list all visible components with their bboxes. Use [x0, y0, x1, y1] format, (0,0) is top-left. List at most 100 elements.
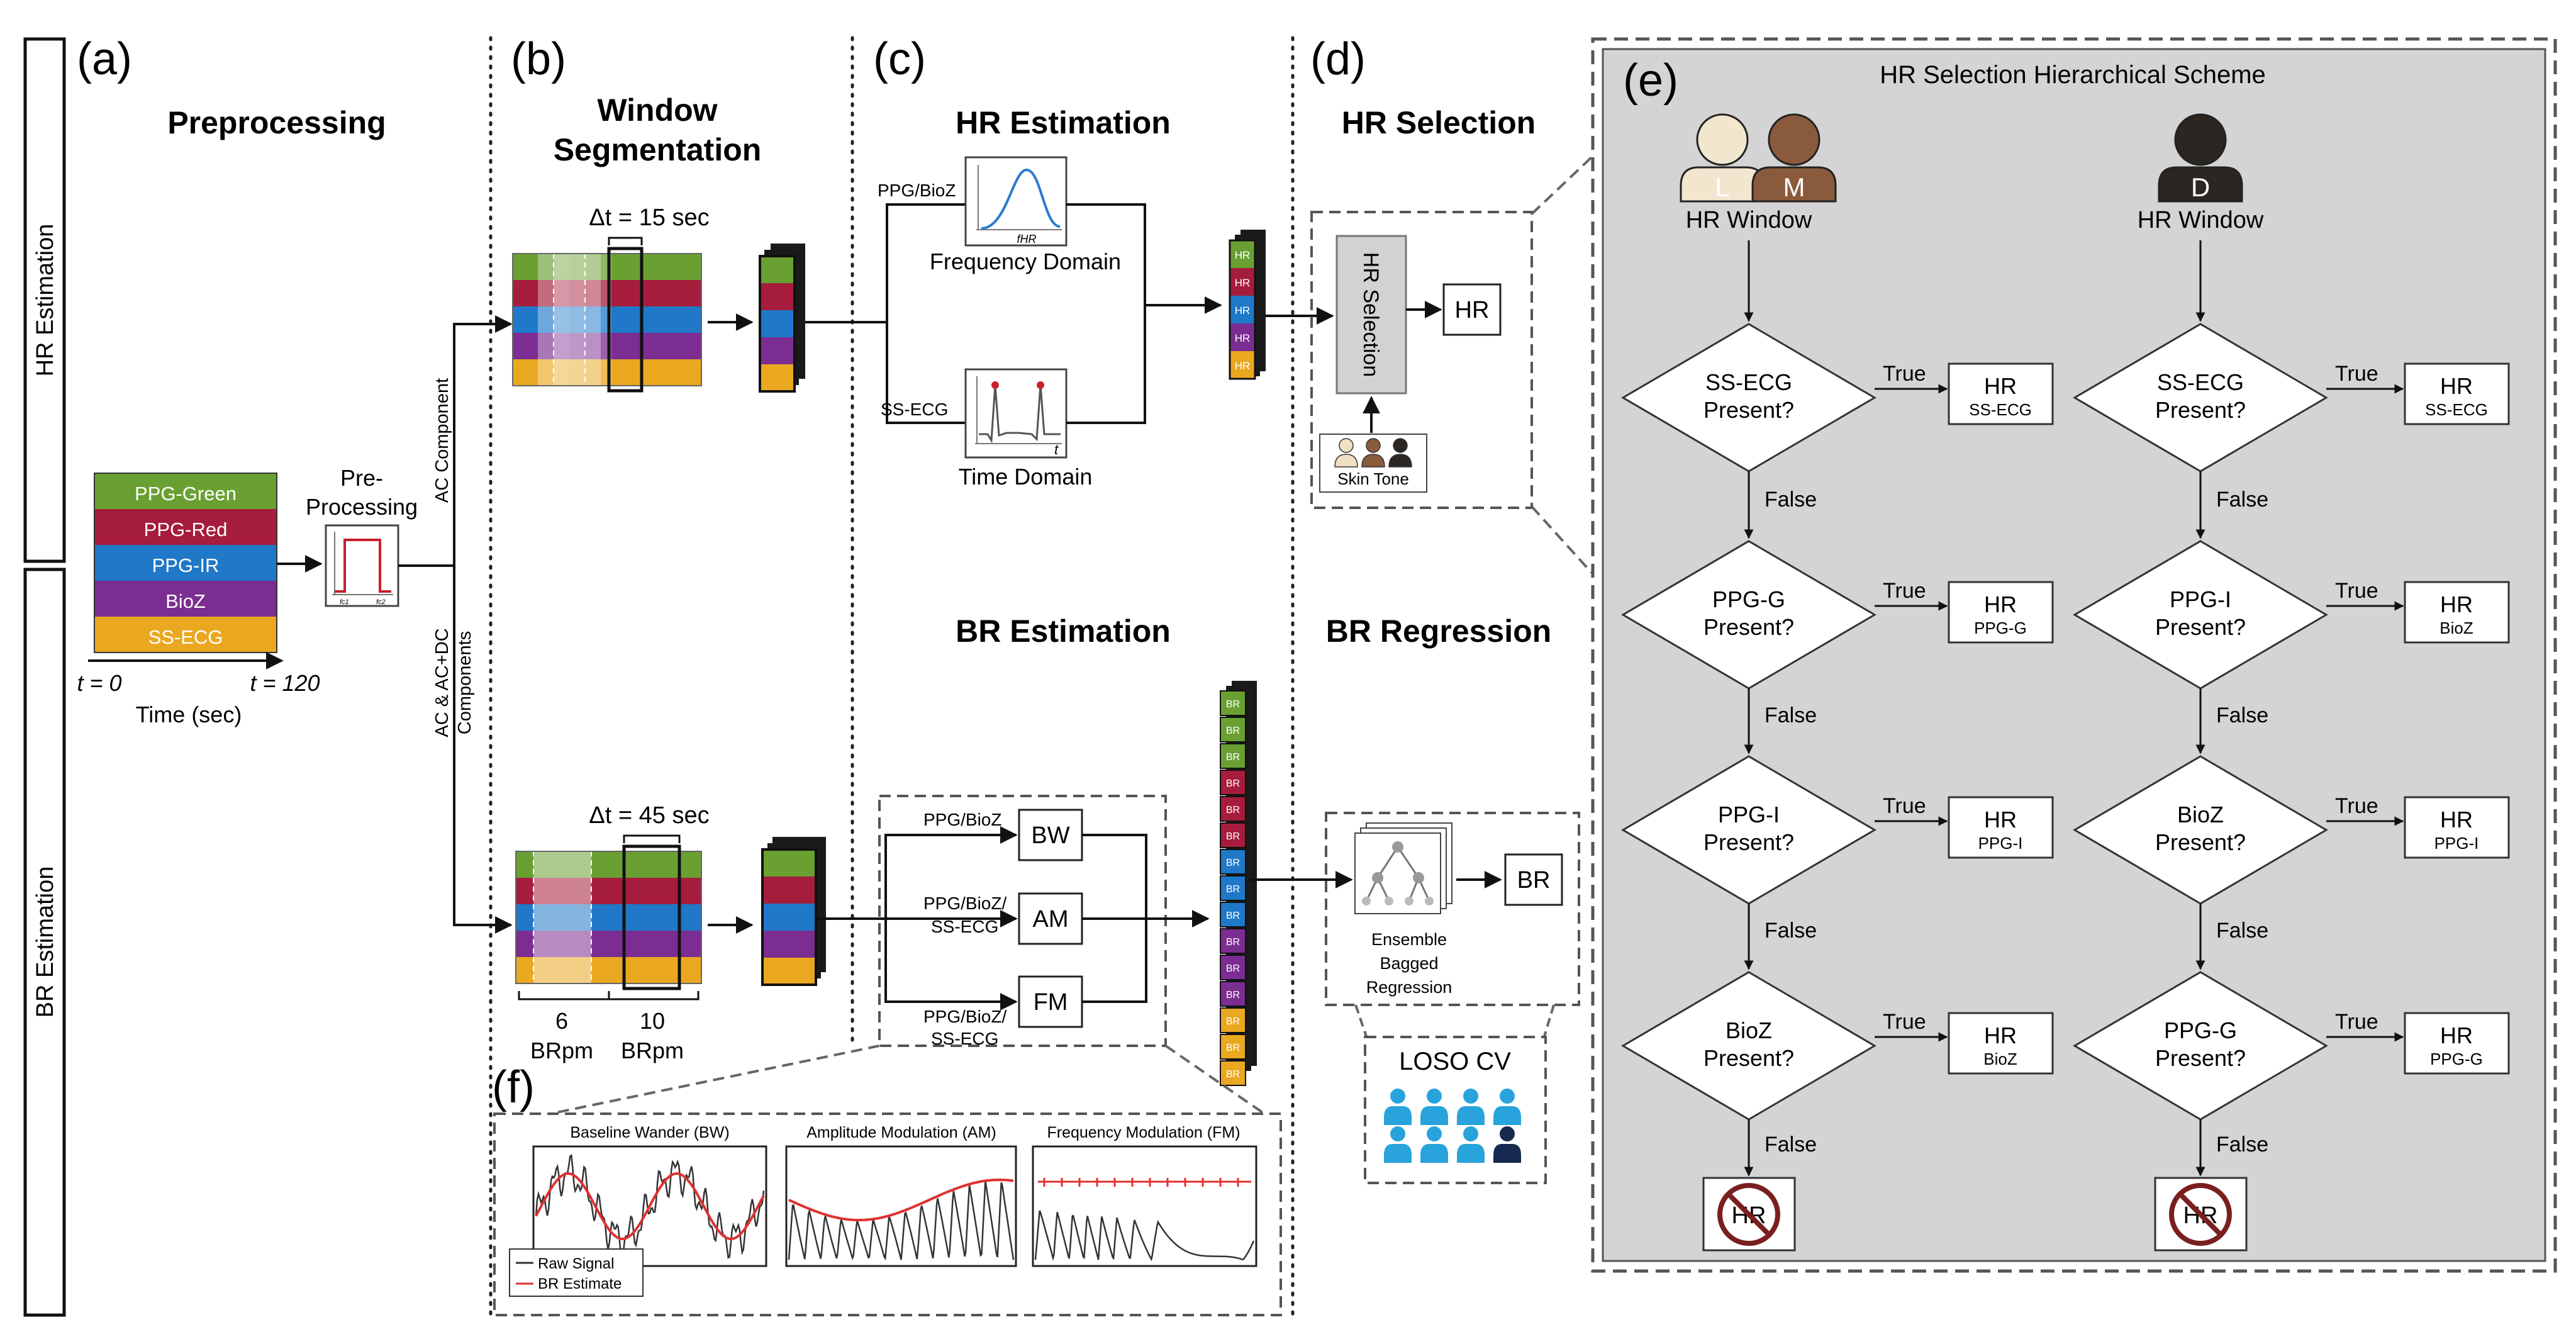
panel-letter-d: (d) — [1310, 34, 1366, 84]
scheme-outer-dashed — [1591, 37, 2557, 1273]
hr-window-stack — [512, 237, 702, 393]
br-stack-cell — [1220, 849, 1246, 875]
true-label: True — [1883, 362, 1926, 386]
time-domain-label: Time Domain — [959, 464, 1093, 490]
person-icon — [1427, 1089, 1442, 1104]
time-end: t = 120 — [250, 670, 320, 696]
time-start: t = 0 — [77, 670, 121, 696]
fm-label: FM — [1034, 989, 1068, 1016]
preprocessing-label-2: Processing — [306, 494, 418, 520]
frequency-domain-icon: fHR — [964, 156, 1068, 247]
person-icon — [1427, 1126, 1442, 1141]
panel-letter-f: (f) — [492, 1062, 535, 1112]
person-icon — [1500, 1126, 1515, 1141]
br-stack-tag: BR — [1226, 910, 1240, 921]
no-hr-icon: HR — [1702, 1177, 1796, 1252]
ensemble-tree-icon — [1354, 822, 1452, 914]
person-body — [1457, 1106, 1485, 1125]
person-body — [1420, 1106, 1448, 1125]
bw-label: BW — [1031, 822, 1069, 849]
svg-text:True: True — [1883, 1010, 1926, 1034]
hr-window-cube — [759, 244, 805, 393]
br-stack-tag: BR — [1226, 1043, 1240, 1053]
br-low-unit: BRpm — [530, 1038, 593, 1063]
signal-label: PPG-Red — [144, 518, 228, 541]
fc1-label: fc1 — [340, 598, 349, 606]
svg-text:BioZ: BioZ — [1726, 1017, 1772, 1043]
side-box-hr — [23, 37, 66, 563]
signal-band — [94, 473, 277, 509]
svg-text:BioZ: BioZ — [2439, 619, 2473, 637]
br-window-duration: Δt = 45 sec — [589, 802, 709, 829]
br-methods-dashed-box — [878, 795, 1167, 1047]
hr-stack-tag: HR — [1235, 332, 1251, 344]
br-stack-cell — [1220, 875, 1246, 901]
legend-br-label: BR Estimate — [538, 1275, 622, 1292]
br-stack-tag: BR — [1226, 699, 1240, 710]
hr-result-box — [1948, 362, 2054, 425]
modulation-dashed-box — [493, 1112, 1282, 1316]
hr-result-box — [1948, 581, 2054, 644]
br-window-stack — [515, 834, 702, 1000]
panel-title-a: Preprocessing — [167, 105, 386, 140]
bw-input-label: PPG/BioZ — [923, 810, 1001, 829]
hr-selection-dashed-box — [1310, 211, 1533, 509]
hr-window-label-left: HR Window — [1686, 207, 1812, 233]
signal-label: BioZ — [165, 590, 206, 612]
fm-raw-signal — [1034, 1210, 1255, 1262]
svg-text:PPG-I: PPG-I — [1978, 834, 2023, 853]
hr-result-box — [2404, 581, 2510, 644]
svg-text:BioZ: BioZ — [1983, 1050, 2017, 1068]
hr-stack-tag: HR — [1235, 277, 1251, 289]
br-stack-cell — [1220, 822, 1246, 848]
signal-stack-input: PPG-Green PPG-Red PPG-IR BioZ SS-ECG — [94, 473, 277, 653]
fm-input-label-2: SS-ECG — [931, 1029, 998, 1048]
svg-text:False: False — [2216, 919, 2268, 943]
svg-text:PPG-I: PPG-I — [2434, 834, 2479, 853]
person-icon-dark: D — [2158, 113, 2243, 203]
svg-text:False: False — [2216, 1133, 2268, 1157]
decision-text: Present? — [1703, 397, 1794, 423]
person-body — [1384, 1106, 1412, 1125]
hr-window-duration: Δt = 15 sec — [589, 204, 709, 231]
svg-text:BioZ: BioZ — [2177, 802, 2224, 827]
fm-box — [1018, 975, 1083, 1028]
person-body — [1384, 1144, 1412, 1163]
hr-selection-block — [1335, 235, 1407, 395]
signal-band — [94, 545, 277, 581]
loso-label: LOSO CV — [1399, 1048, 1511, 1075]
br-window-cube — [761, 837, 826, 986]
svg-text:True: True — [2335, 579, 2378, 603]
am-plot-title: Amplitude Modulation (AM) — [806, 1124, 996, 1141]
svg-text:SS-ECG: SS-ECG — [2425, 400, 2488, 419]
person-body — [1420, 1144, 1448, 1163]
skin-tone-icon: Skin Tone — [1319, 434, 1427, 493]
panel-letter-e: (e) — [1623, 55, 1678, 106]
svg-text:False: False — [1765, 1133, 1817, 1157]
fm-plot-title: Frequency Modulation (FM) — [1047, 1124, 1240, 1141]
signal-label: PPG-Green — [135, 483, 237, 505]
bw-estimate-curve — [535, 1172, 765, 1241]
svg-text:PPG-G: PPG-G — [1974, 619, 2027, 637]
side-box-br — [23, 568, 66, 1317]
decision-text: SS-ECG — [1705, 369, 1792, 395]
panel-letter-a: (a) — [77, 34, 132, 84]
br-high-unit: BRpm — [621, 1038, 684, 1063]
hr-output-box — [1442, 283, 1502, 336]
svg-text:HR: HR — [2440, 373, 2473, 399]
panel-title-d-br: BR Regression — [1326, 613, 1551, 649]
branch-hr-label: AC Component — [432, 378, 452, 503]
br-stack-cell — [1220, 1034, 1246, 1060]
br-stack-cell — [1220, 1060, 1246, 1086]
svg-text:False: False — [1765, 703, 1817, 727]
person-icon — [1500, 1089, 1515, 1104]
freq-axis-label: fHR — [1017, 233, 1037, 245]
signal-band — [94, 581, 277, 617]
scheme-left-column: SS-ECG Present? True HR SS-ECG False PPG… — [1621, 240, 2054, 1252]
br-stack-tag: BR — [1226, 752, 1240, 763]
signal-band — [94, 617, 277, 653]
side-label-hr: HR Estimation — [32, 224, 59, 377]
regression-label-2: Bagged — [1380, 954, 1438, 973]
hr-result-box — [1948, 1012, 2054, 1075]
